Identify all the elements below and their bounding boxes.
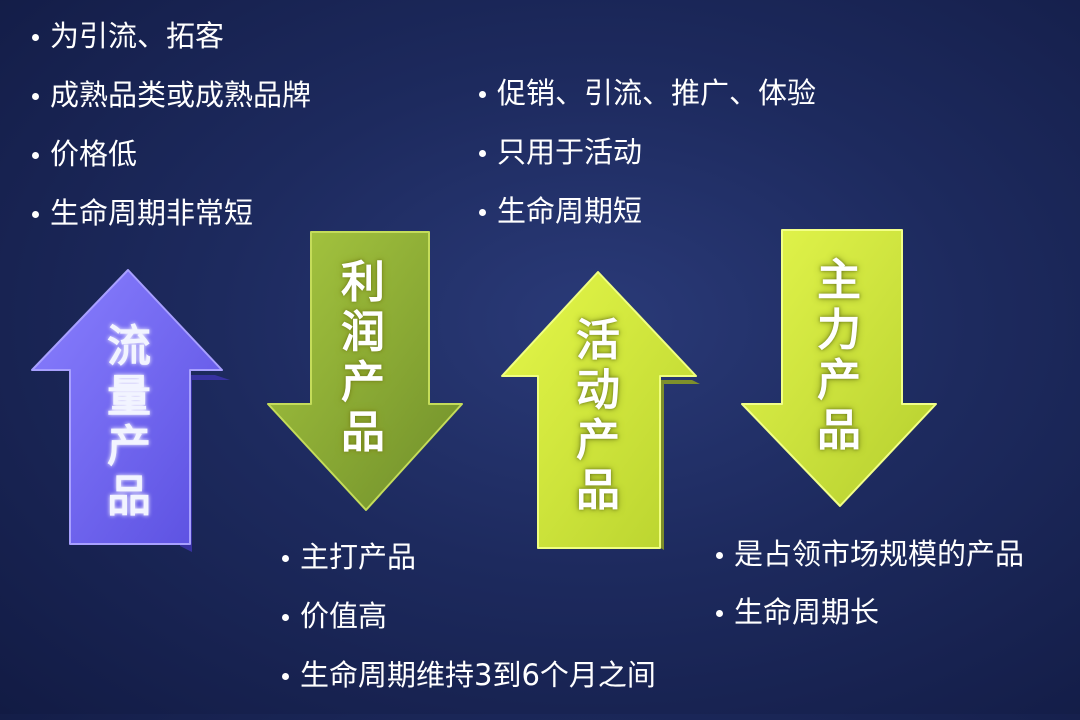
arrow-body [741, 229, 937, 507]
liuliang-arrow-label: 流 量 产 品 [103, 322, 155, 522]
bullet-item: 生命周期维持3到6个月之间 [282, 658, 656, 692]
arrow-label-char: 产 [576, 415, 620, 466]
huodong-bullet-list: 促销、引流、推广、体验 只用于活动 生命周期短 [478, 76, 817, 256]
arrow-label-char: 产 [107, 421, 151, 472]
bullet-item: 价格低 [31, 140, 311, 169]
liuliang-bullet-list: 为引流、拓客 成熟品类或成熟品牌 价格低 生命周期非常短 [31, 22, 312, 258]
arrow-label-char: 流 [107, 321, 151, 372]
zhuli-bullet-list: 是占领市场规模的产品 生命周期长 [715, 537, 1025, 656]
bullet-item: 价值高 [282, 602, 656, 631]
arrow-label-char: 动 [576, 365, 620, 416]
arrow-label-char: 产 [341, 357, 385, 408]
bullet-item: 为引流、拓客 [31, 22, 311, 51]
bullet-item: 生命周期短 [478, 197, 816, 226]
zhuli-down-arrow-icon [741, 229, 937, 507]
arrow-label-char: 润 [341, 307, 385, 358]
arrow-body [267, 231, 463, 511]
arrow-label-char: 量 [107, 371, 151, 422]
bullet-item: 生命周期非常短 [31, 199, 311, 228]
bullet-item: 成熟品类或成熟品牌 [31, 78, 312, 112]
bullet-item: 只用于活动 [478, 138, 816, 167]
bullet-item: 生命周期长 [715, 598, 1024, 627]
liuliang-up-arrow-icon [31, 269, 230, 552]
arrow-label-char: 品 [107, 471, 151, 522]
arrow-label-char: 利 [341, 257, 385, 308]
arrow-label-char: 品 [817, 405, 861, 456]
arrow-label-char: 活 [576, 315, 620, 366]
bullet-item: 是占领市场规模的产品 [715, 537, 1025, 571]
arrow-label-char: 力 [817, 305, 861, 356]
arrow-body [31, 269, 223, 545]
lirun-arrow-label: 利 润 产 品 [337, 258, 389, 458]
lirun-down-arrow-icon [267, 231, 463, 511]
bullet-item: 促销、引流、推广、体验 [478, 76, 817, 110]
arrow-label-char: 产 [817, 355, 861, 406]
lirun-bullet-list: 主打产品 价值高 生命周期维持3到6个月之间 [282, 543, 656, 720]
arrow-label-char: 品 [576, 465, 620, 516]
arrow-label-char: 主 [817, 255, 861, 306]
huodong-up-arrow-icon [501, 271, 700, 550]
huodong-arrow-label: 活 动 产 品 [572, 316, 624, 516]
arrow-label-char: 品 [341, 407, 385, 458]
zhuli-arrow-label: 主 力 产 品 [813, 256, 865, 456]
arrow-body [501, 271, 697, 549]
bullet-item: 主打产品 [282, 543, 656, 572]
